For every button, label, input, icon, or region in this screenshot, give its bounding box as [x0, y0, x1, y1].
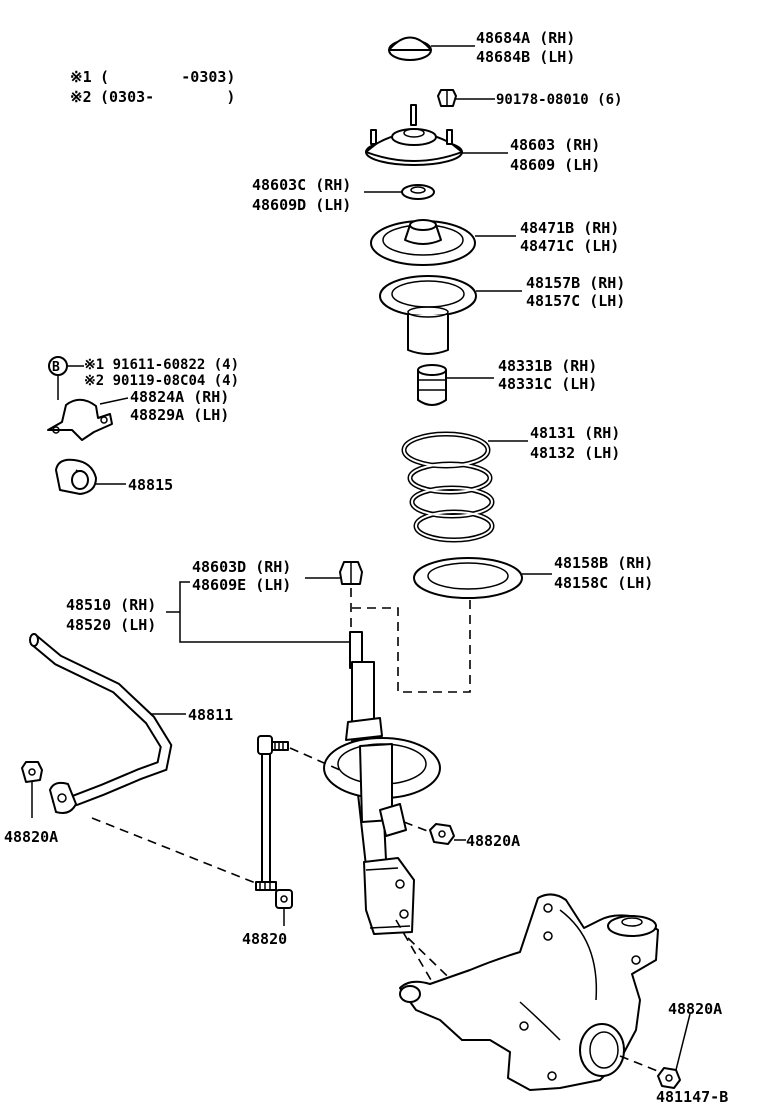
bolt-ref-letter: B	[52, 360, 60, 375]
shock-absorber	[323, 631, 441, 935]
lower-insulator	[413, 557, 523, 599]
label-upper-seat-rh: 48471B (RH)	[520, 219, 619, 237]
label-spacer-lh: 48609D (LH)	[252, 196, 351, 214]
label-spring-lh: 48132 (LH)	[530, 444, 620, 462]
steering-knuckle	[395, 893, 659, 1091]
coil-spring	[401, 431, 495, 543]
label-cap-rh: 48684A (RH)	[476, 29, 575, 47]
label-nut-middle: 48820A	[466, 832, 520, 850]
spacer	[401, 184, 435, 200]
label-stabilizer: 48811	[188, 706, 233, 724]
label-nut-right: 48820A	[668, 1000, 722, 1018]
knuckle-nut-guide	[619, 1055, 661, 1073]
label-strut-rh: 48510 (RH)	[66, 596, 156, 614]
stabilizer-bushing	[55, 458, 97, 495]
upper-spring-seat	[370, 219, 476, 266]
label-bump-rh: 48331B (RH)	[498, 357, 597, 375]
label-insulator-rh: 48158B (RH)	[554, 554, 653, 572]
bar-link-guide	[91, 817, 259, 885]
stabilizer-nut-left	[21, 761, 43, 783]
note-2-range: (0303- )	[100, 88, 235, 106]
link-strut-guide	[289, 747, 341, 771]
note-1-range: ( -0303)	[100, 68, 235, 86]
label-bushing: 48815	[128, 476, 173, 494]
stabilizer-nut-middle	[403, 821, 455, 845]
leader-bracket	[99, 397, 129, 405]
notes: ※1 ( -0303) ※2 (0303- )	[70, 68, 235, 106]
label-support-rh: 48603 (RH)	[510, 136, 600, 154]
label-bracket-lh: 48829A (LH)	[130, 406, 229, 424]
stabilizer-link	[255, 735, 293, 909]
label-link: 48820	[242, 930, 287, 948]
note-2-mark: ※2	[70, 88, 92, 106]
piston-rod-nut	[339, 561, 363, 585]
leader-nut-right	[675, 1013, 691, 1071]
diagram-code: 481147-B	[656, 1088, 728, 1106]
stabilizer-nut-right	[657, 1067, 681, 1089]
bolt-reference: B	[48, 356, 84, 400]
label-boot-rh: 48157B (RH)	[526, 274, 625, 292]
label-bracket-rh: 48824A (RH)	[130, 388, 229, 406]
label-rod-nut-lh: 48609E (LH)	[192, 576, 291, 594]
leader-strut	[166, 581, 352, 643]
label-bolt-1: ※1 91611-60822 (4)	[84, 357, 239, 373]
label-bump-lh: 48331C (LH)	[498, 375, 597, 393]
insulator-guide-line	[350, 600, 471, 693]
dust-boot	[379, 275, 477, 355]
strut-cap	[388, 36, 432, 61]
label-top-nut: 90178-08010 (6)	[496, 92, 622, 108]
label-bolt-2: ※2 90119-08C04 (4)	[84, 373, 239, 389]
note-1-mark: ※1	[70, 68, 92, 86]
bump-stopper	[417, 364, 447, 406]
stabilizer-bar	[29, 633, 173, 814]
label-cap-lh: 48684B (LH)	[476, 48, 575, 66]
stabilizer-bracket	[47, 398, 113, 441]
label-support-lh: 48609 (LH)	[510, 156, 600, 174]
label-rod-nut-rh: 48603D (RH)	[192, 558, 291, 576]
label-nut-left: 48820A	[4, 828, 58, 846]
label-spacer-rh: 48603C (RH)	[252, 176, 351, 194]
top-nut	[437, 89, 457, 107]
label-upper-seat-lh: 48471C (LH)	[520, 237, 619, 255]
label-boot-lh: 48157C (LH)	[526, 292, 625, 310]
suspension-support	[365, 104, 463, 166]
label-strut-lh: 48520 (LH)	[66, 616, 156, 634]
label-spring-rh: 48131 (RH)	[530, 424, 620, 442]
label-insulator-lh: 48158C (LH)	[554, 574, 653, 592]
